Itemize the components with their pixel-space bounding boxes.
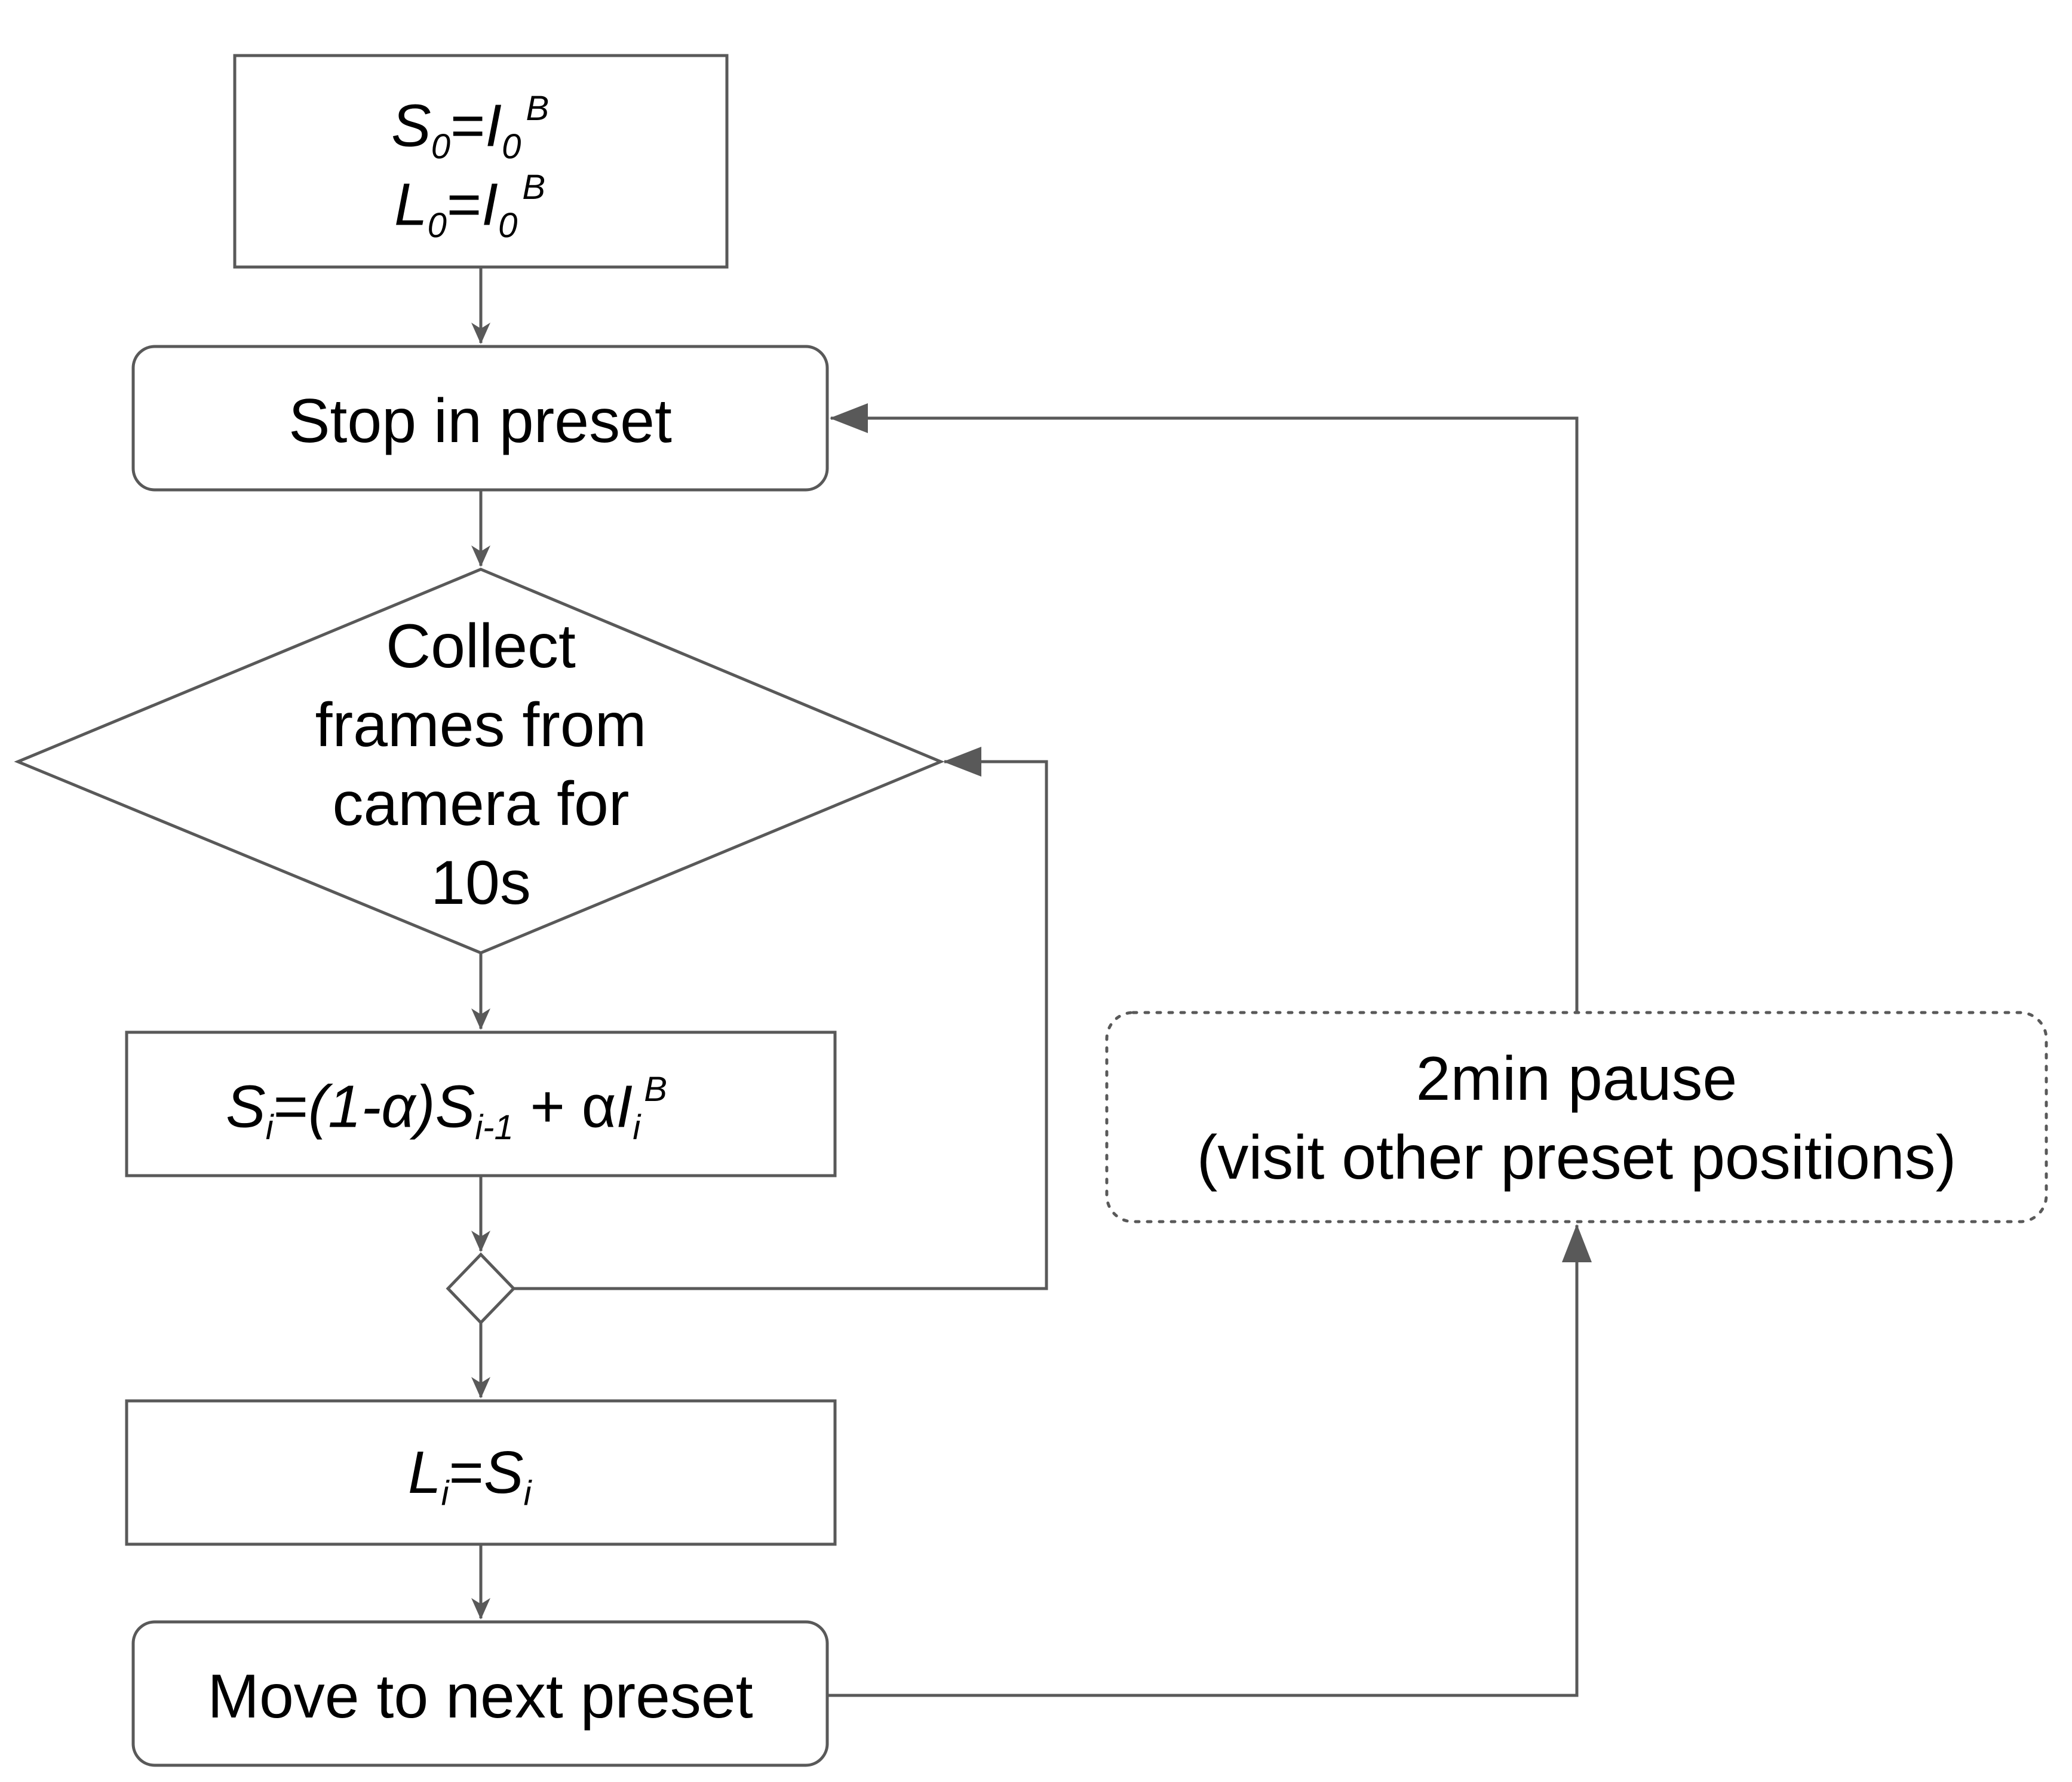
assign-equation: Li=Si: [408, 1439, 532, 1513]
update-i-symbol: I: [616, 1073, 633, 1140]
init-i-subscript-2: 0: [498, 206, 518, 245]
init-i-subscript-1: 0: [502, 127, 521, 166]
collect-line-3: camera for: [332, 769, 630, 839]
init-l-subscript: 0: [427, 206, 447, 245]
init-line1: S0=I0B: [391, 88, 549, 167]
move-to-next-preset-label: Move to next preset: [207, 1662, 753, 1731]
init-equals-2: =: [446, 171, 482, 238]
collect-frames-label: Collect frames from camera for 10s: [242, 607, 720, 922]
init-s-subscript: 0: [431, 127, 450, 166]
init-equals-1: =: [450, 92, 486, 160]
assign-l-symbol: L: [408, 1439, 441, 1506]
pause-line-1: 2min pause: [1416, 1044, 1738, 1114]
init-i-superscript-2: B: [522, 168, 546, 207]
init-i-symbol-2: I: [481, 171, 499, 238]
init-i-symbol-1: I: [485, 92, 502, 160]
stop-in-preset-label: Stop in preset: [288, 387, 672, 456]
edge-pause-to-stop: [830, 403, 1579, 1013]
assign-equals: =: [449, 1439, 484, 1506]
update-i-superscript: B: [644, 1070, 667, 1109]
assign-l-subscript: i: [441, 1474, 449, 1513]
edge-merge-loop-back: [514, 747, 1048, 1290]
edge-move-to-pause: [827, 1224, 1592, 1697]
init-s-symbol: S: [391, 92, 431, 160]
update-s-symbol: S: [226, 1073, 266, 1140]
update-paren-term: (1-α): [308, 1073, 435, 1140]
pause-line-2: (visit other preset positions): [1196, 1123, 1957, 1192]
update-s-subscript: i: [265, 1108, 274, 1147]
collect-line-4: 10s: [431, 848, 531, 918]
assign-s-subscript: i: [523, 1474, 532, 1513]
merge-diamond: [446, 1252, 516, 1325]
init-box: [233, 54, 729, 269]
collect-line-2: frames from: [315, 691, 647, 760]
assign-l-box: [125, 1399, 837, 1546]
pause-label: 2min pause (visit other preset positions…: [1107, 1039, 2046, 1197]
update-s-prev-symbol: S: [435, 1073, 475, 1140]
init-i-superscript-1: B: [526, 89, 550, 128]
collect-line-1: Collect: [386, 612, 576, 681]
assign-s-symbol: S: [483, 1439, 524, 1506]
update-equals: =: [273, 1073, 308, 1140]
init-line2: L0=I0B: [394, 167, 545, 246]
update-plus-alpha: + α: [530, 1073, 616, 1140]
update-equation: Si=(1-α)Si-1 + αIiB: [226, 1069, 667, 1148]
init-l-symbol: L: [394, 171, 428, 238]
update-s-prev-subscript: i-1: [475, 1108, 514, 1147]
move-to-next-preset-box: [131, 1620, 829, 1767]
update-i-subscript: i: [633, 1108, 641, 1147]
